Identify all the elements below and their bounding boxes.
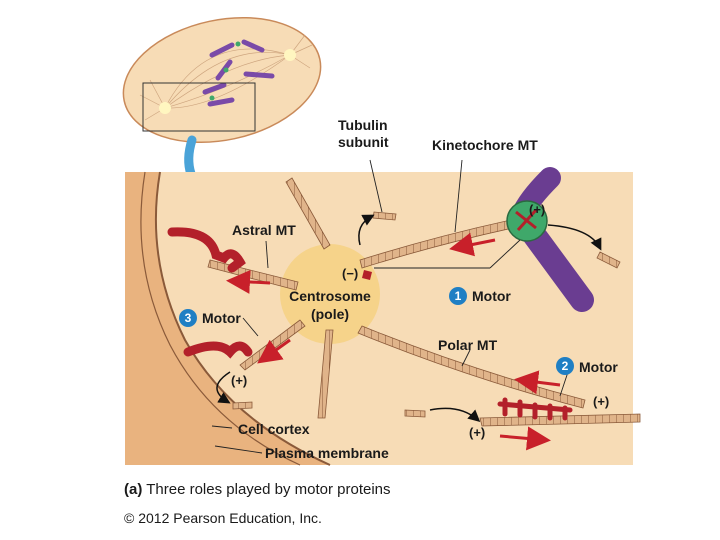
- label-tubulin-subunit-line1: Tubulin: [338, 117, 388, 133]
- label-motor-3: Motor: [202, 310, 241, 326]
- label-motor-2: Motor: [579, 359, 618, 375]
- label-centrosome-line2: (pole): [310, 306, 350, 322]
- sign-plus-kinetochore: (+): [529, 202, 546, 217]
- main-panel: [125, 159, 641, 466]
- label-astral-mt: Astral MT: [232, 222, 296, 238]
- sign-plus-astral: (+): [231, 373, 248, 388]
- label-polar-mt: Polar MT: [438, 337, 498, 353]
- inset-cell: [122, 16, 322, 144]
- sign-minus-centrosome: (−): [342, 266, 359, 281]
- label-tubulin-subunit-line2: subunit: [338, 134, 389, 150]
- figure-caption: (a) Three roles played by motor proteins: [124, 481, 391, 498]
- caption-text: Three roles played by motor proteins: [142, 481, 391, 498]
- motor-1-badge: 1: [449, 287, 467, 305]
- label-plasma-membrane: Plasma membrane: [265, 445, 389, 461]
- sign-plus-polar-right: (+): [593, 394, 610, 409]
- label-motor-1: Motor: [472, 288, 511, 304]
- label-cell-cortex: Cell cortex: [238, 421, 310, 437]
- caption-part: (a): [124, 481, 143, 498]
- label-centrosome-line1: Centrosome: [289, 288, 371, 304]
- motor-2-badge: 2: [556, 357, 574, 375]
- centrosome: [280, 244, 380, 344]
- motor-3-badge: 3: [179, 309, 197, 327]
- sign-plus-polar-left: (+): [469, 425, 486, 440]
- copyright-notice: © 2012 Pearson Education, Inc.: [124, 510, 322, 526]
- label-kinetochore-mt: Kinetochore MT: [432, 137, 538, 153]
